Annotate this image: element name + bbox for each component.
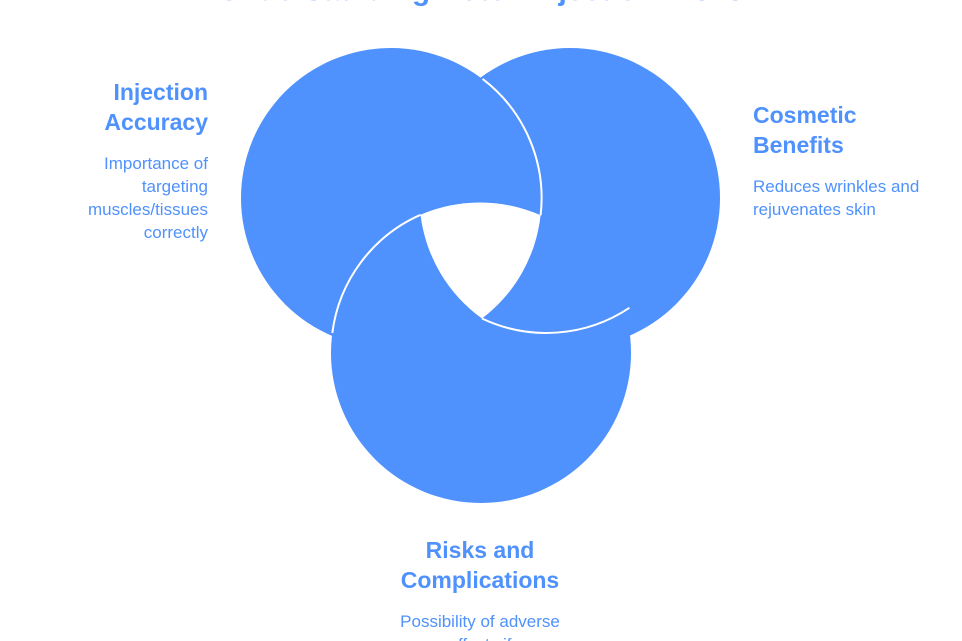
injection-accuracy-heading: Injection Accuracy: [104, 79, 208, 135]
circle-risks-complications: [331, 203, 631, 503]
risks-complications-description: Possibility of adverse effects if: [400, 612, 560, 641]
diagram-title: Understanding Botox Injection Risks: [0, 0, 962, 8]
section-risks-complications: Risks and Complications Possibility of a…: [350, 535, 610, 641]
cosmetic-benefits-heading: Cosmetic Benefits: [753, 102, 857, 158]
separator-bottom-over-left: [331, 213, 421, 334]
separator-right-over-bottom: [481, 306, 630, 334]
cosmetic-benefits-description: Reduces wrinkles and rejuvenates skin: [753, 177, 920, 219]
section-cosmetic-benefits: Cosmetic Benefits Reduces wrinkles and r…: [753, 100, 953, 221]
injection-accuracy-description: Importance of targeting muscles/tissues …: [88, 154, 208, 242]
section-injection-accuracy: Injection Accuracy Importance of targeti…: [40, 77, 208, 244]
risks-complications-heading: Risks and Complications: [400, 537, 560, 593]
center-gap: [420, 202, 541, 319]
separator-left-over-right: [481, 78, 543, 216]
